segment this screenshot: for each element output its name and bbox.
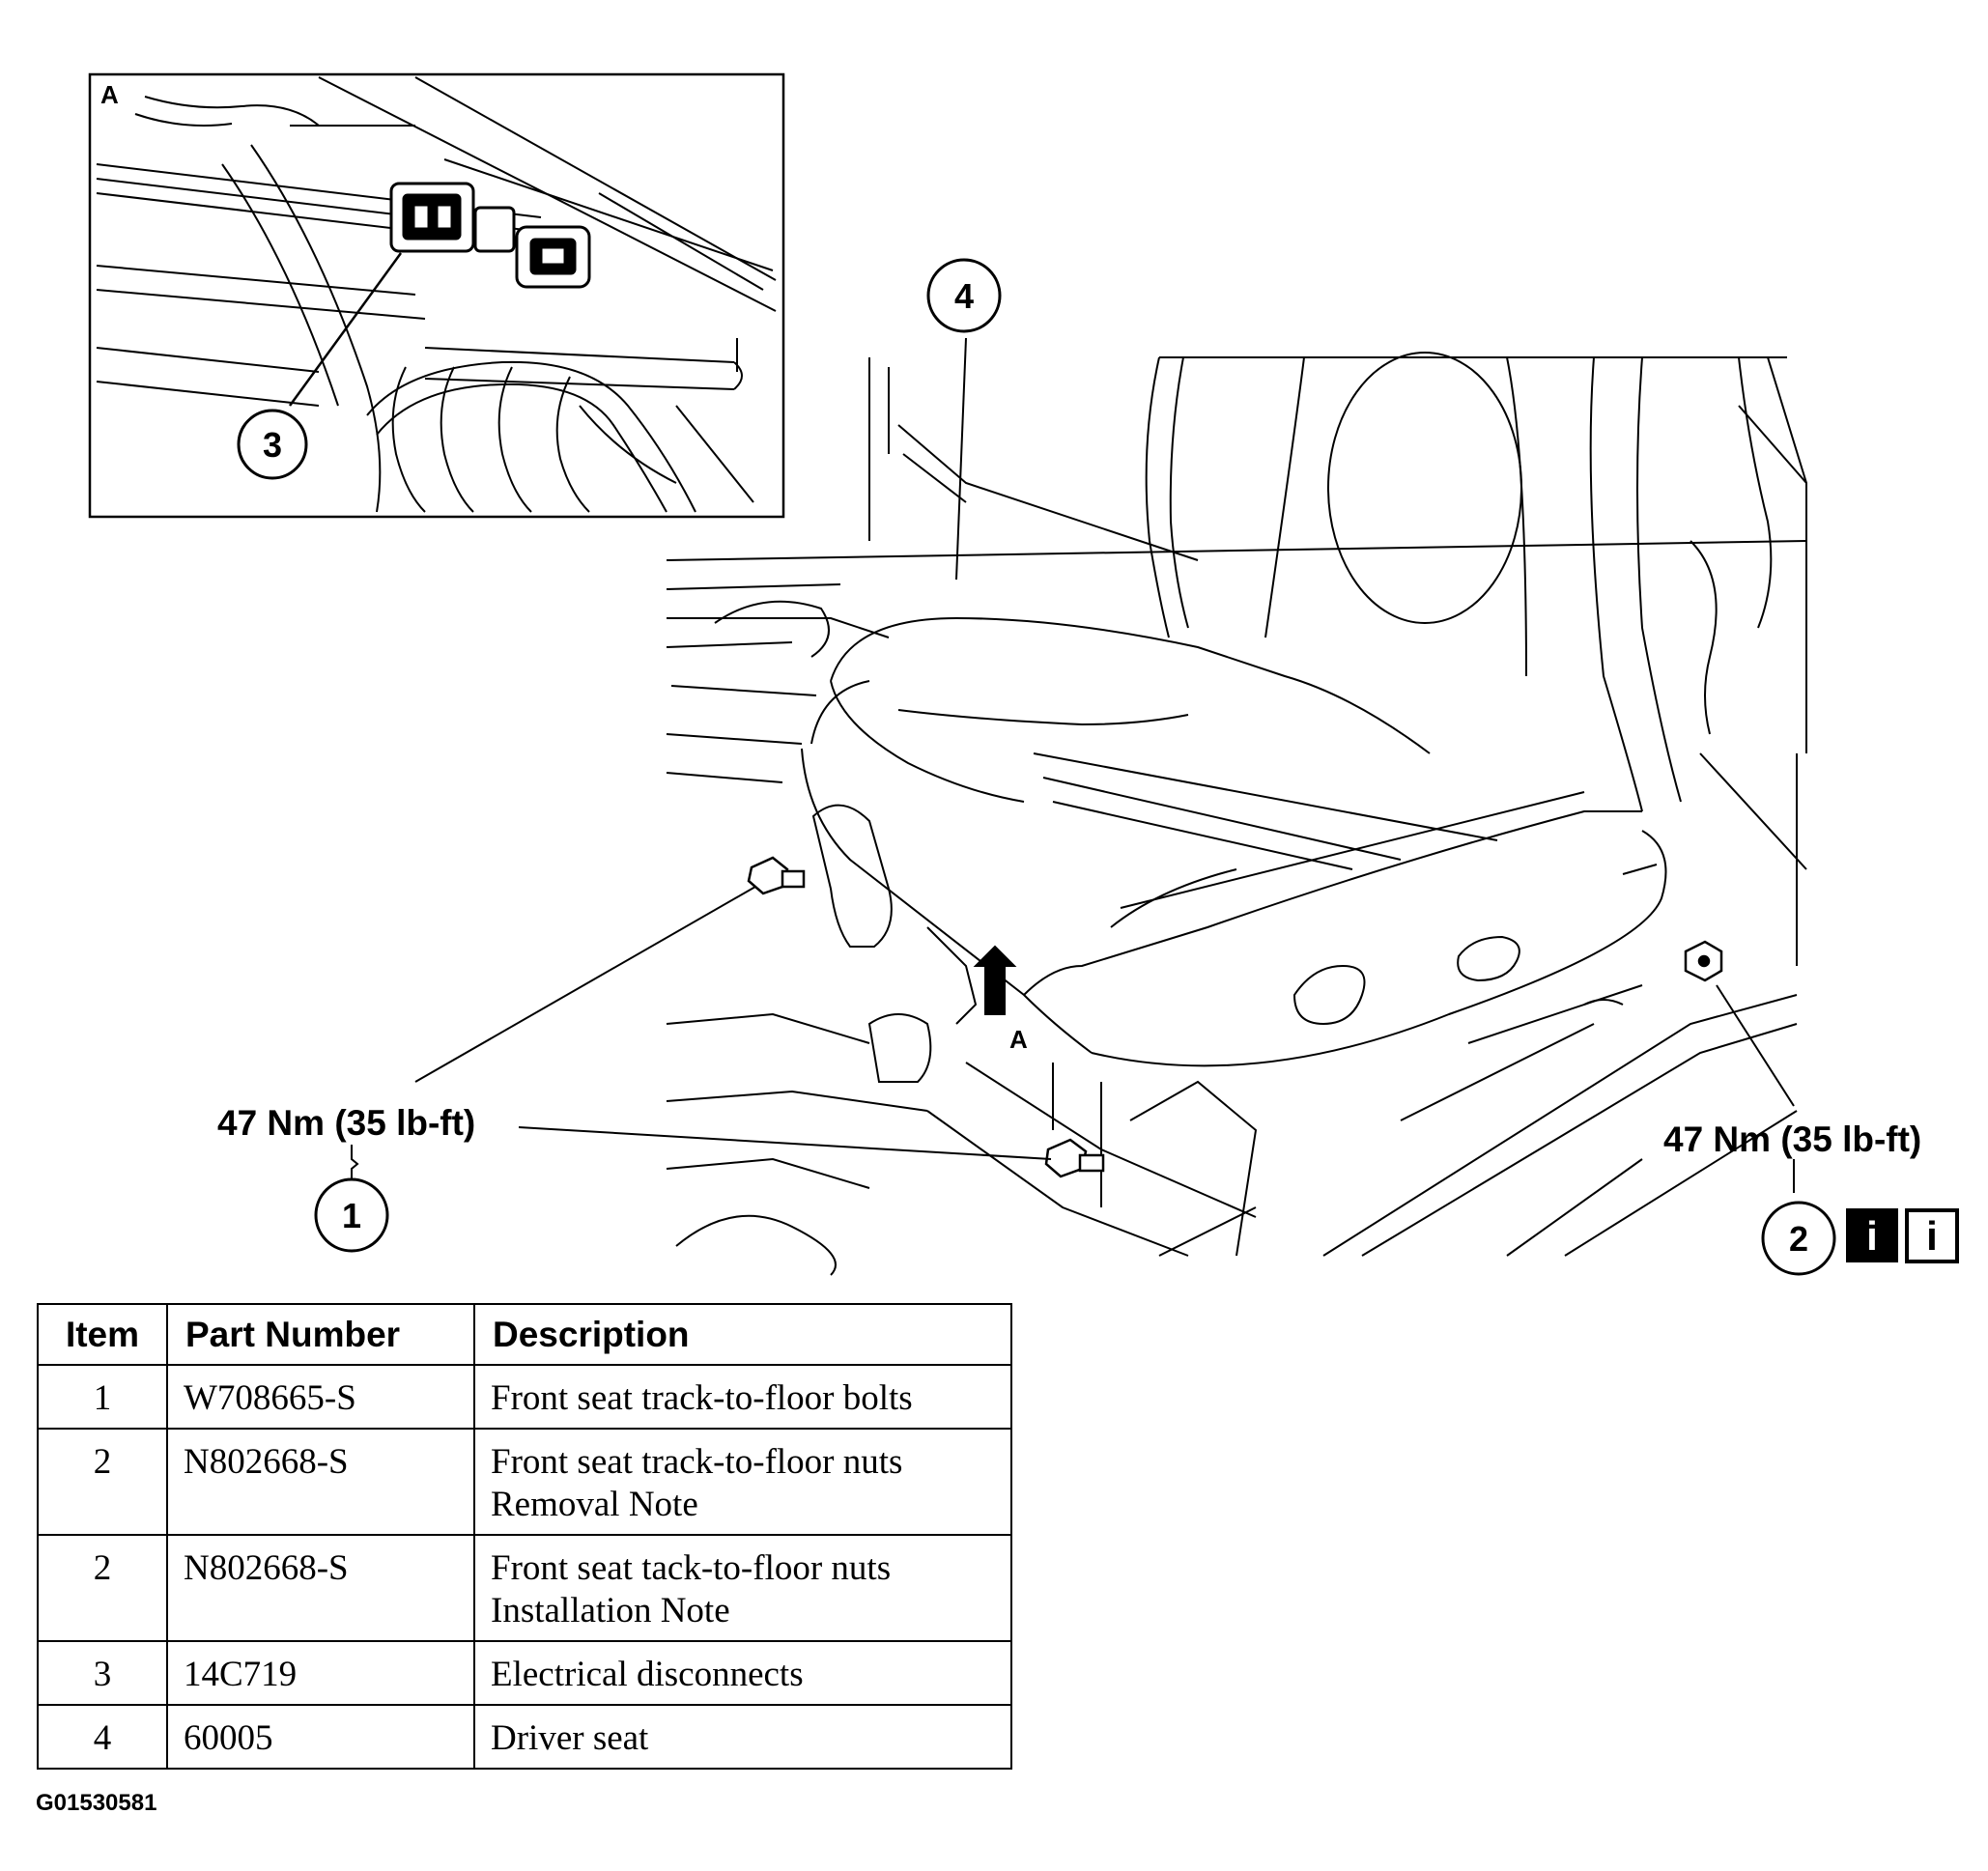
cell-item: 1 <box>37 1364 168 1430</box>
svg-text:i: i <box>1866 1213 1878 1259</box>
svg-text:2: 2 <box>1789 1219 1808 1259</box>
cell-part-number: 14C719 <box>166 1640 475 1706</box>
callout-2: 2 <box>1761 1201 1836 1276</box>
description-note: Removal Note <box>491 1485 698 1524</box>
callout-4: 4 <box>926 258 1002 333</box>
callout-3: 3 <box>237 409 308 480</box>
description-line: Driver seat <box>491 1718 649 1758</box>
table-row: 2 N802668-S Front seat tack-to-floor nut… <box>37 1534 1012 1642</box>
table-row: 1 W708665-S Front seat track-to-floor bo… <box>37 1364 1012 1430</box>
cell-description: Electrical disconnects <box>473 1640 1012 1706</box>
header-description: Description <box>473 1303 1012 1366</box>
svg-text:1: 1 <box>342 1196 361 1235</box>
svg-text:4: 4 <box>954 276 974 316</box>
description-note: Installation Note <box>491 1591 730 1630</box>
info-icon: i <box>1905 1208 1959 1263</box>
callout-1: 1 <box>314 1177 389 1253</box>
svg-text:3: 3 <box>263 425 282 465</box>
table-row: 3 14C719 Electrical disconnects <box>37 1640 1012 1706</box>
inset-view-a: 3 A <box>88 72 785 519</box>
bolt-icon <box>747 856 806 895</box>
nut-icon <box>1684 940 1723 982</box>
info-icon: i <box>1846 1208 1898 1262</box>
description-line: Front seat track-to-floor bolts <box>491 1378 913 1418</box>
cell-part-number: 60005 <box>166 1704 475 1770</box>
inset-view-letter: A <box>100 80 119 109</box>
table-row: 2 N802668-S Front seat track-to-floor nu… <box>37 1428 1012 1536</box>
bolt-icon <box>1044 1138 1105 1178</box>
parts-table: Item Part Number Description 1 W708665-S… <box>37 1303 1012 1770</box>
cell-item: 2 <box>37 1534 168 1642</box>
torque-spec-right: 47 Nm (35 lb-ft) <box>1663 1120 1921 1159</box>
table-row: 4 60005 Driver seat <box>37 1704 1012 1770</box>
description-line: Electrical disconnects <box>491 1655 804 1694</box>
table-header-row: Item Part Number Description <box>37 1303 1012 1366</box>
torque-spec-left: 47 Nm (35 lb-ft) <box>217 1103 475 1143</box>
cell-item: 2 <box>37 1428 168 1536</box>
header-part-number: Part Number <box>166 1303 475 1366</box>
cell-part-number: W708665-S <box>166 1364 475 1430</box>
cell-item: 4 <box>37 1704 168 1770</box>
description-line: Front seat tack-to-floor nuts <box>491 1548 892 1588</box>
cell-description: Front seat track-to-floor nuts Removal N… <box>473 1428 1012 1536</box>
cell-description: Front seat tack-to-floor nuts Installati… <box>473 1534 1012 1642</box>
header-item: Item <box>37 1303 168 1366</box>
cell-part-number: N802668-S <box>166 1428 475 1536</box>
cell-description: Driver seat <box>473 1704 1012 1770</box>
main-view: 4 A 47 Nm (35 lb-ft) 1 47 Nm (35 lb-ft) … <box>217 258 1959 1276</box>
description-line: Front seat track-to-floor nuts <box>491 1442 903 1482</box>
cell-part-number: N802668-S <box>166 1534 475 1642</box>
svg-text:i: i <box>1926 1213 1938 1259</box>
cell-description: Front seat track-to-floor bolts <box>473 1364 1012 1430</box>
electrical-connector-icon <box>389 182 591 289</box>
view-arrow-letter: A <box>1009 1025 1028 1054</box>
cell-item: 3 <box>37 1640 168 1706</box>
figure-id: G01530581 <box>36 1790 157 1816</box>
